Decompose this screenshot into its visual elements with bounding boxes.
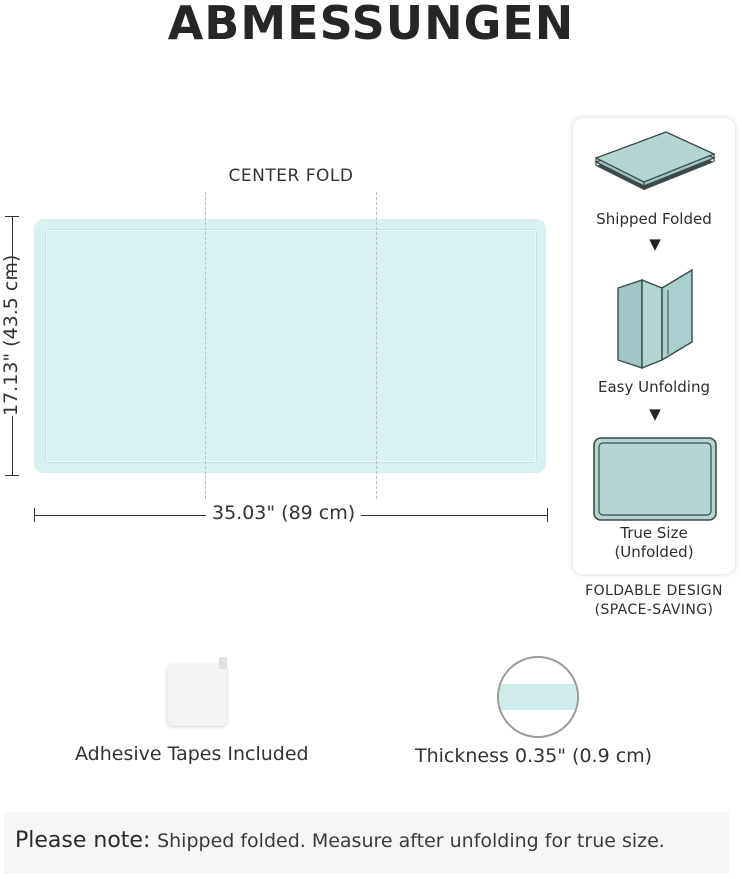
note-bar (4, 812, 729, 874)
step-unfolded-label: (Unfolded) (614, 543, 694, 561)
fold-line-left (205, 192, 206, 499)
tape-tab (219, 657, 227, 669)
note-text: Please note: Shipped folded. Measure aft… (15, 828, 665, 853)
adhesive-tape-icon (167, 664, 227, 726)
desk-mat-inner-border (45, 229, 537, 463)
unfolding-mat-icon (617, 268, 693, 370)
step-shipped-folded-label: Shipped Folded (596, 210, 712, 228)
foldable-design-caption: FOLDABLE DESIGN (585, 583, 723, 599)
note-label: Please note: (15, 828, 151, 853)
fold-line-right (376, 192, 377, 499)
adhesive-tapes-caption: Adhesive Tapes Included (75, 743, 309, 765)
height-label: 17.13" (43.5 cm) (0, 254, 24, 416)
desk-mat (34, 219, 546, 473)
unfolded-mat-icon (593, 437, 717, 521)
center-fold-label: CENTER FOLD (228, 166, 354, 186)
folded-mat-icon (594, 131, 716, 190)
width-label: 35.03" (89 cm) (206, 502, 362, 524)
arrow-down-icon: ▼ (649, 405, 661, 423)
arrow-down-icon: ▼ (649, 235, 661, 253)
thickness-circle-icon (497, 656, 579, 738)
note-body: Shipped folded. Measure after unfolding … (157, 830, 665, 852)
step-true-size-label: True Size (620, 524, 688, 542)
thickness-caption: Thickness 0.35" (0.9 cm) (415, 745, 653, 767)
step-easy-unfolding-label: Easy Unfolding (598, 378, 710, 396)
space-saving-caption: (SPACE-SAVING) (594, 602, 714, 618)
width-dimension: 35.03" (89 cm) (34, 502, 548, 524)
page-title: ABMESSUNGEN (167, 0, 575, 50)
